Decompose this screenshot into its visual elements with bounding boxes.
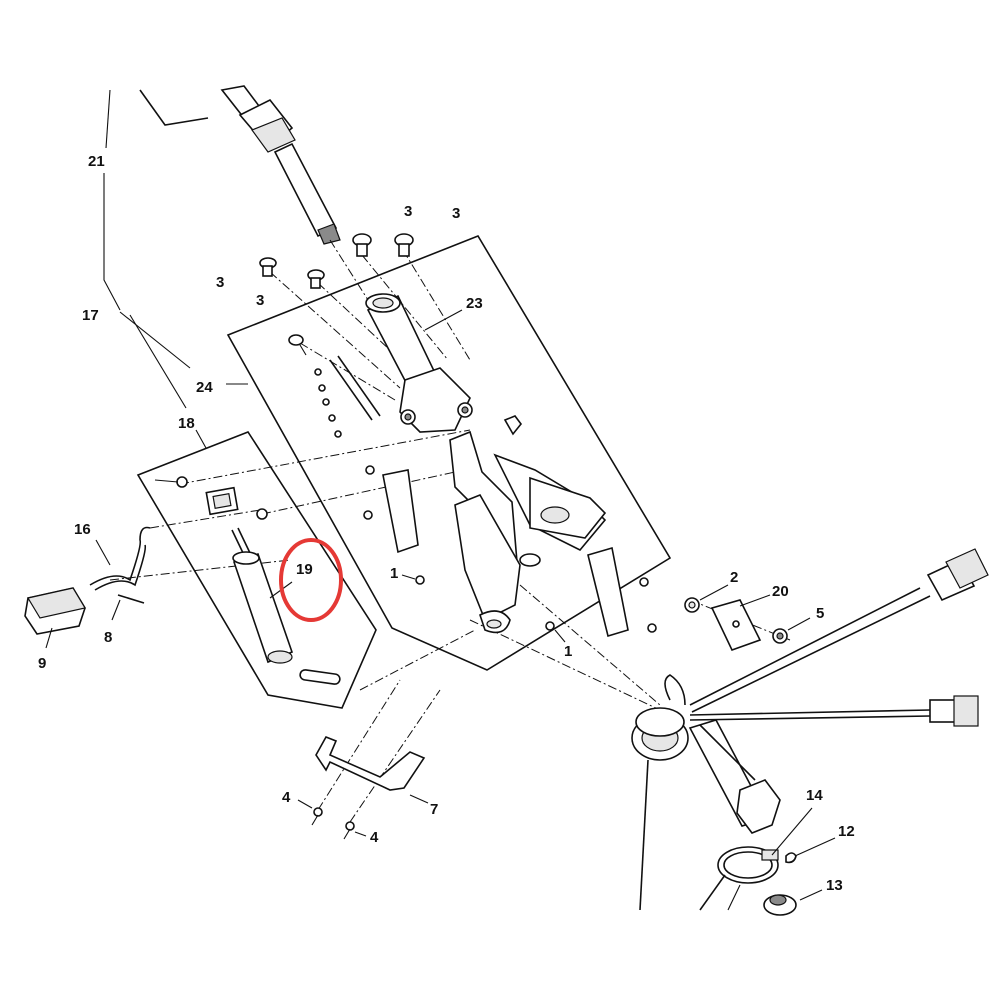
bracket-screw: [639, 577, 649, 587]
leader-17-24: [119, 311, 191, 369]
leader-12: [794, 837, 836, 857]
bolt: [259, 257, 277, 277]
main-panel-outline: [226, 235, 672, 671]
connector-lower: [929, 695, 979, 727]
pedal-bracket: [449, 430, 607, 634]
leader-14: [771, 807, 813, 856]
callout-14: 14: [806, 787, 823, 804]
leader-17-18: [129, 314, 187, 409]
leader-8: [111, 599, 121, 621]
callout-23: 23: [466, 295, 483, 312]
callout-17: 17: [82, 307, 99, 324]
leader-clamp-down: [727, 884, 741, 911]
leader-13: [799, 889, 823, 901]
callout-1a: 1: [390, 565, 398, 582]
leader-1a: [401, 574, 416, 580]
leader-21-17: [103, 173, 121, 311]
leader-16: [95, 539, 111, 566]
callout-4a: 4: [282, 789, 291, 806]
callout-16: 16: [74, 521, 91, 538]
mount-plate-20: [710, 599, 762, 651]
callout-7: 7: [430, 801, 438, 818]
callout-4b: 4: [370, 829, 379, 846]
leader-4b: [354, 831, 367, 837]
steering-column-tube: [365, 293, 523, 436]
callout-18: 18: [178, 415, 195, 432]
callout-19: 19: [296, 561, 313, 578]
leader-20: [739, 594, 771, 607]
screw-4-top: [311, 807, 323, 826]
callout-3d: 3: [256, 292, 264, 309]
leader-9: [45, 627, 53, 649]
leader-23: [424, 309, 463, 331]
lower-column: [631, 707, 781, 911]
callout-24: 24: [196, 379, 213, 396]
bolt: [352, 233, 372, 257]
bolt: [394, 233, 414, 257]
leader-1b: [554, 629, 566, 643]
hose-clamp-14: [699, 846, 779, 911]
callout-1b: 1: [564, 643, 572, 660]
callout-13: 13: [826, 877, 843, 894]
callout-20: 20: [772, 583, 789, 600]
callout-3b: 3: [452, 205, 460, 222]
gas-shock: [231, 527, 341, 685]
wiring-harness: [664, 587, 931, 781]
leader-5: [787, 617, 811, 631]
pin: [117, 594, 145, 604]
left-bracket: [382, 469, 419, 554]
connector-upper: [926, 548, 989, 602]
callout-12: 12: [838, 823, 855, 840]
bolt-5: [772, 628, 788, 644]
callout-8: 8: [104, 629, 112, 646]
steering-shaft: [220, 85, 341, 245]
leader-2: [699, 584, 729, 601]
screw-cluster: [288, 334, 381, 438]
right-bracket: [587, 546, 629, 638]
nut-2: [684, 597, 700, 613]
bracket-screw: [365, 465, 375, 475]
top-frame-line: [139, 89, 209, 126]
screw-4-bottom: [343, 821, 355, 840]
shock-mount: [154, 476, 268, 520]
bolt: [307, 269, 325, 289]
callout-9: 9: [38, 655, 46, 672]
bracket-screw: [363, 510, 373, 520]
lower-bracket-7: [315, 735, 426, 791]
callout-5: 5: [816, 605, 824, 622]
bracket-screw: [647, 623, 657, 633]
return-rod: [89, 526, 151, 591]
highlight-ellipse-19: [279, 538, 343, 622]
bushing-13: [763, 894, 797, 916]
leader-18: [195, 429, 207, 449]
shock-panel-outline: [136, 431, 377, 709]
leader-7: [409, 794, 429, 804]
callout-3c: 3: [216, 274, 224, 291]
leader-21-up: [105, 89, 111, 149]
callout-3a: 3: [404, 203, 412, 220]
screw-1-left: [415, 575, 425, 585]
screw-1-right: [545, 621, 555, 631]
bolt-group-3: [259, 233, 414, 289]
callout-2: 2: [730, 569, 738, 586]
clip-12: [785, 852, 797, 864]
rubber-cap: [24, 587, 86, 635]
callout-21: 21: [88, 153, 105, 170]
leader-4a: [297, 799, 313, 809]
